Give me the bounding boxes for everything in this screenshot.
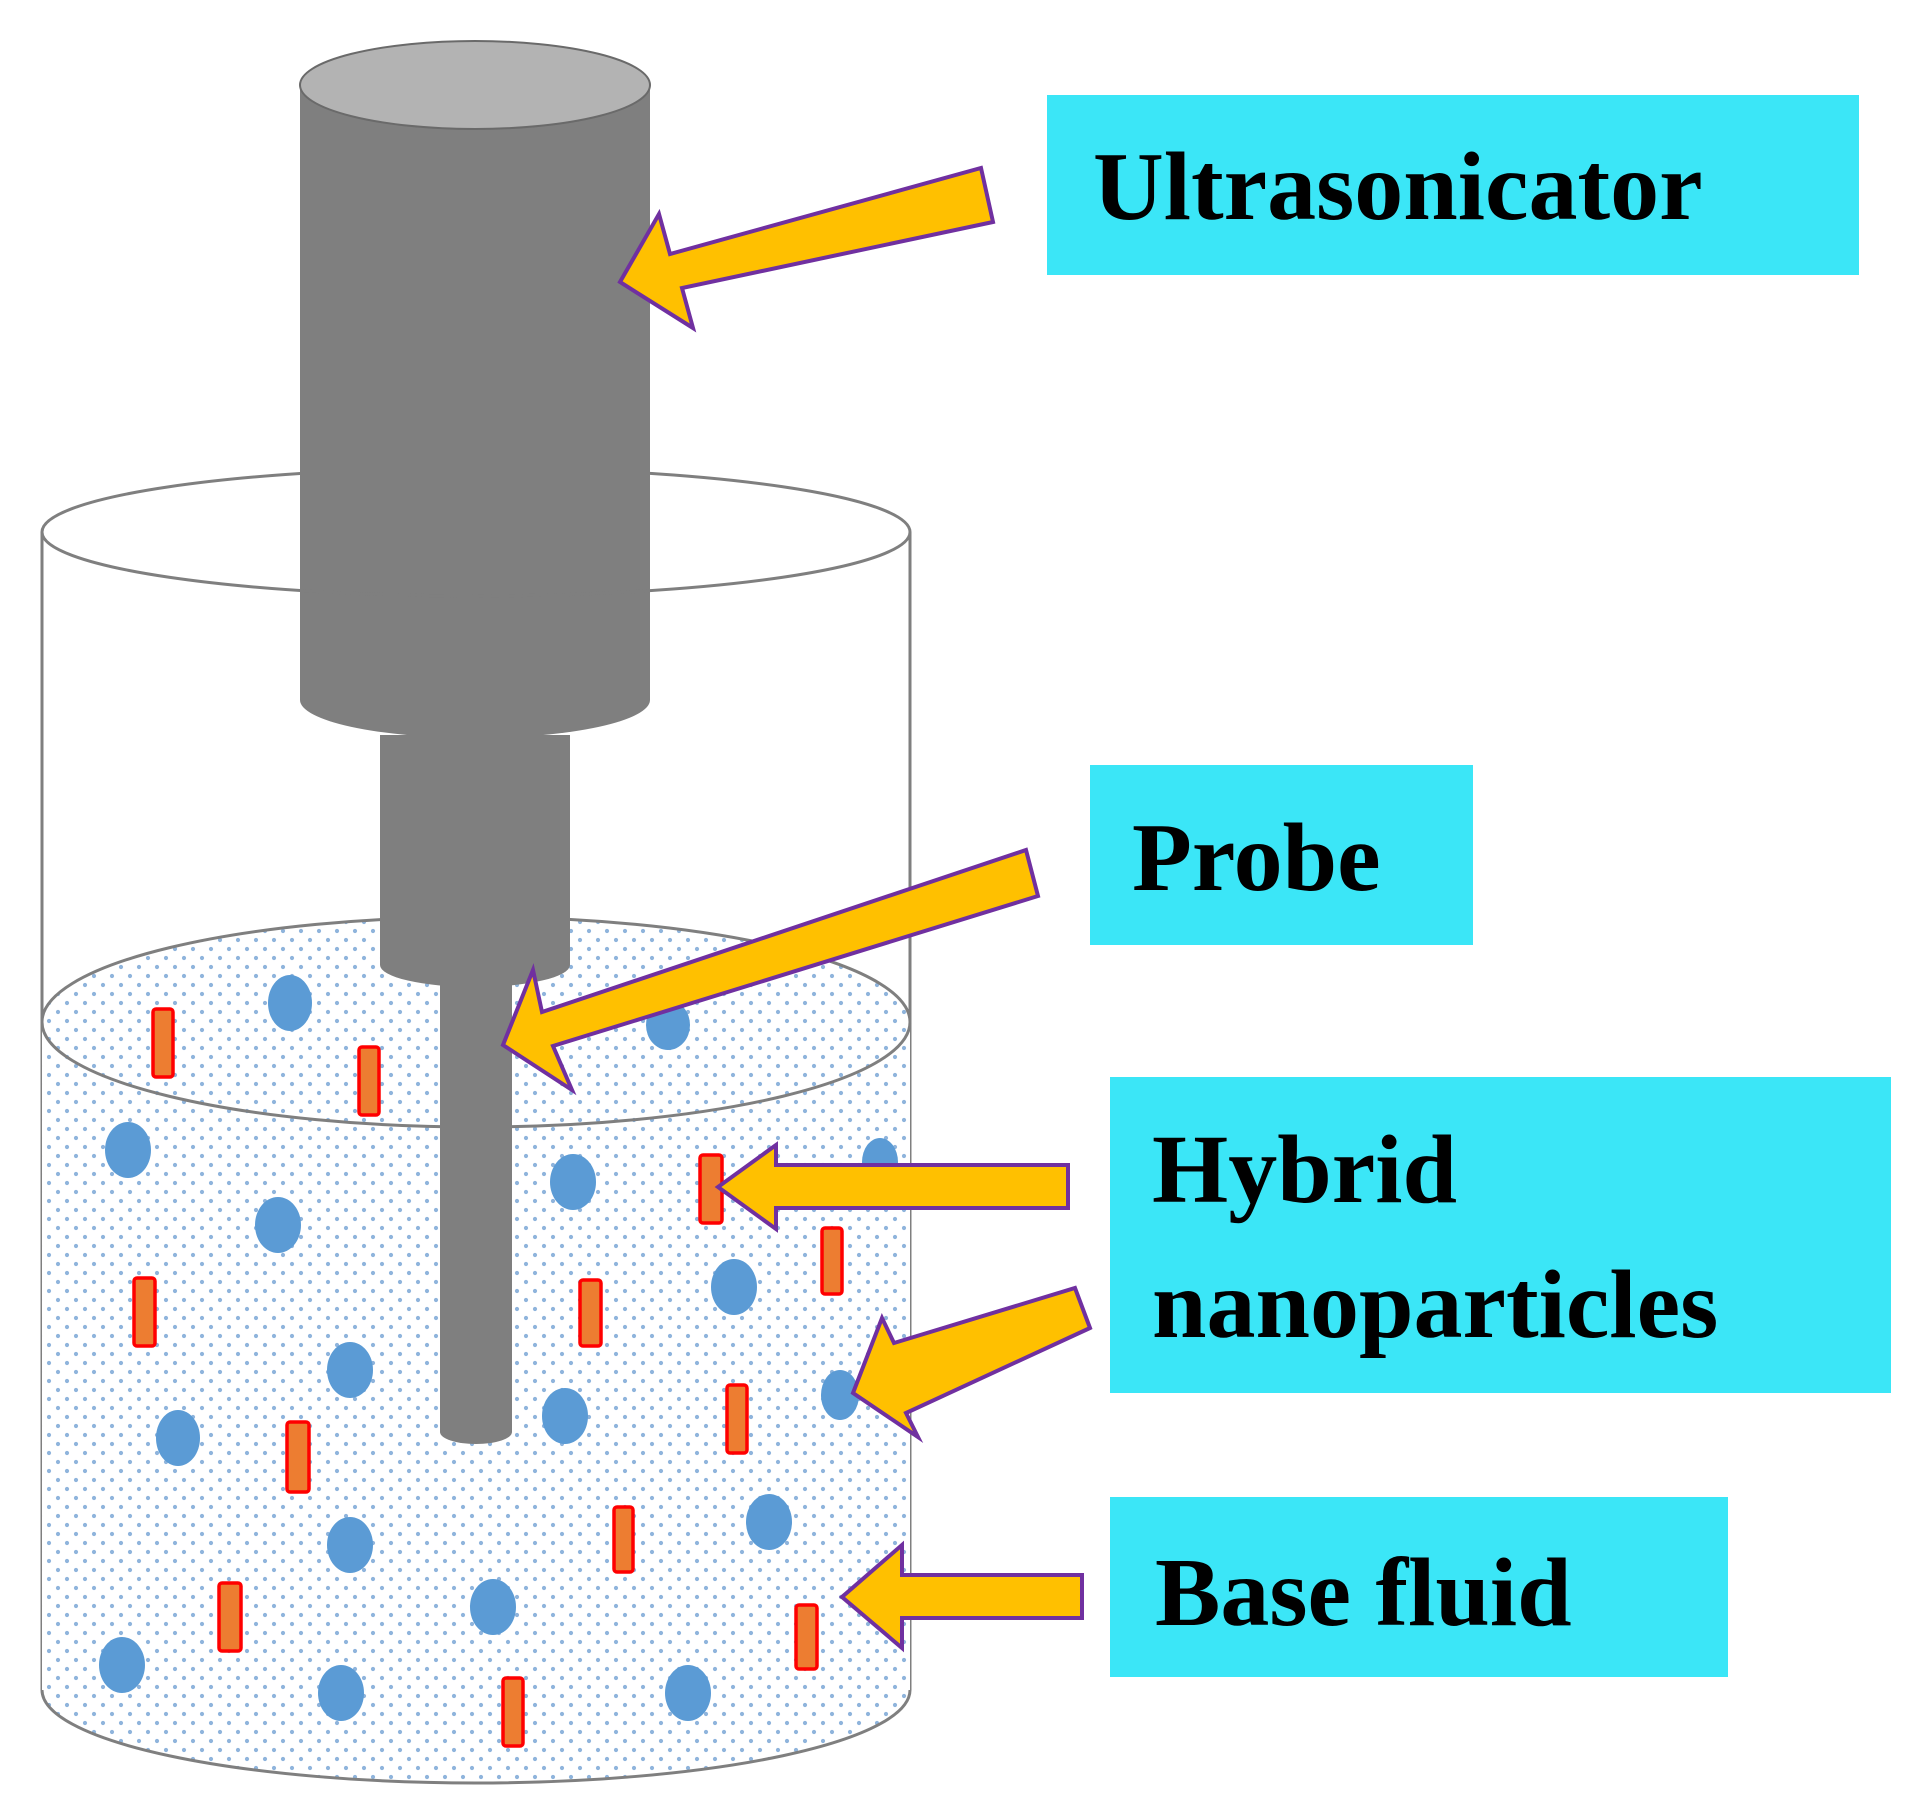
ultrasonicator-top bbox=[299, 40, 651, 130]
rod-particle-icon bbox=[820, 1226, 844, 1296]
sphere-particle-icon bbox=[318, 1665, 364, 1721]
rod-particle-icon bbox=[794, 1603, 819, 1671]
sphere-particle-icon bbox=[327, 1342, 373, 1398]
probe-rod bbox=[440, 985, 512, 1444]
label-box bbox=[1110, 1077, 1891, 1393]
beaker-bottom bbox=[40, 1689, 912, 1785]
sphere-particle-icon bbox=[711, 1259, 757, 1315]
sphere-particle-icon bbox=[470, 1579, 516, 1635]
sphere-particle-icon bbox=[542, 1388, 588, 1444]
base-fluid-arrow-icon bbox=[838, 1540, 1084, 1653]
rod-particle-icon bbox=[132, 1276, 157, 1348]
label-box bbox=[1110, 1497, 1728, 1677]
rod-particle-icon bbox=[217, 1581, 243, 1653]
rod-particle-icon bbox=[285, 1420, 311, 1494]
label-box bbox=[1047, 95, 1859, 275]
rod-particle-icon bbox=[501, 1676, 525, 1748]
ultrasonicator-arrow-icon bbox=[617, 165, 996, 333]
ultrasonicator-icon bbox=[299, 40, 651, 1444]
sphere-particles bbox=[99, 975, 898, 1721]
label-probe: Probe bbox=[1090, 765, 1473, 945]
label-hybrid-line1: Hybrid bbox=[1152, 1116, 1457, 1224]
sphere-particle-icon bbox=[99, 1637, 145, 1693]
rod-particle-icon bbox=[151, 1007, 175, 1079]
sphere-particle-icon bbox=[255, 1197, 301, 1253]
rod-particle-icon bbox=[725, 1383, 749, 1455]
ultrasonicator-neck bbox=[380, 735, 570, 987]
ultrasonicator-body bbox=[300, 85, 650, 738]
rod-particle-icon bbox=[357, 1045, 381, 1117]
rod-particles bbox=[132, 1007, 844, 1748]
hybrid-rod-arrow-icon bbox=[714, 1141, 1070, 1233]
sphere-particle-icon bbox=[105, 1122, 151, 1178]
beaker-rim-front bbox=[40, 531, 912, 598]
sphere-particle-icon bbox=[746, 1494, 792, 1550]
label-base-fluid: Base fluid bbox=[1110, 1497, 1728, 1677]
label-hybrid-line2: nanoparticles bbox=[1152, 1251, 1718, 1359]
label-ultrasonicator: Ultrasonicator bbox=[1047, 95, 1859, 275]
rod-particle-icon bbox=[578, 1278, 603, 1348]
label-hybrid-nanoparticles: Hybrid nanoparticles bbox=[1110, 1077, 1891, 1393]
label-probe-text: Probe bbox=[1132, 804, 1381, 912]
probe-arrow-icon bbox=[500, 847, 1041, 1096]
sphere-particle-icon bbox=[327, 1517, 373, 1573]
label-ultrasonicator-text: Ultrasonicator bbox=[1093, 133, 1703, 241]
pointer-arrows bbox=[500, 165, 1093, 1653]
sphere-particle-icon bbox=[550, 1154, 596, 1210]
hybrid-sphere-arrow-icon bbox=[850, 1285, 1093, 1443]
sphere-particle-icon bbox=[821, 1370, 859, 1420]
label-box bbox=[1090, 765, 1473, 945]
rod-particle-icon bbox=[612, 1505, 635, 1574]
label-base-fluid-text: Base fluid bbox=[1155, 1539, 1572, 1647]
sphere-particle-icon bbox=[268, 975, 312, 1031]
sphere-particle-icon bbox=[156, 1410, 200, 1466]
sphere-particle-icon bbox=[665, 1665, 711, 1721]
